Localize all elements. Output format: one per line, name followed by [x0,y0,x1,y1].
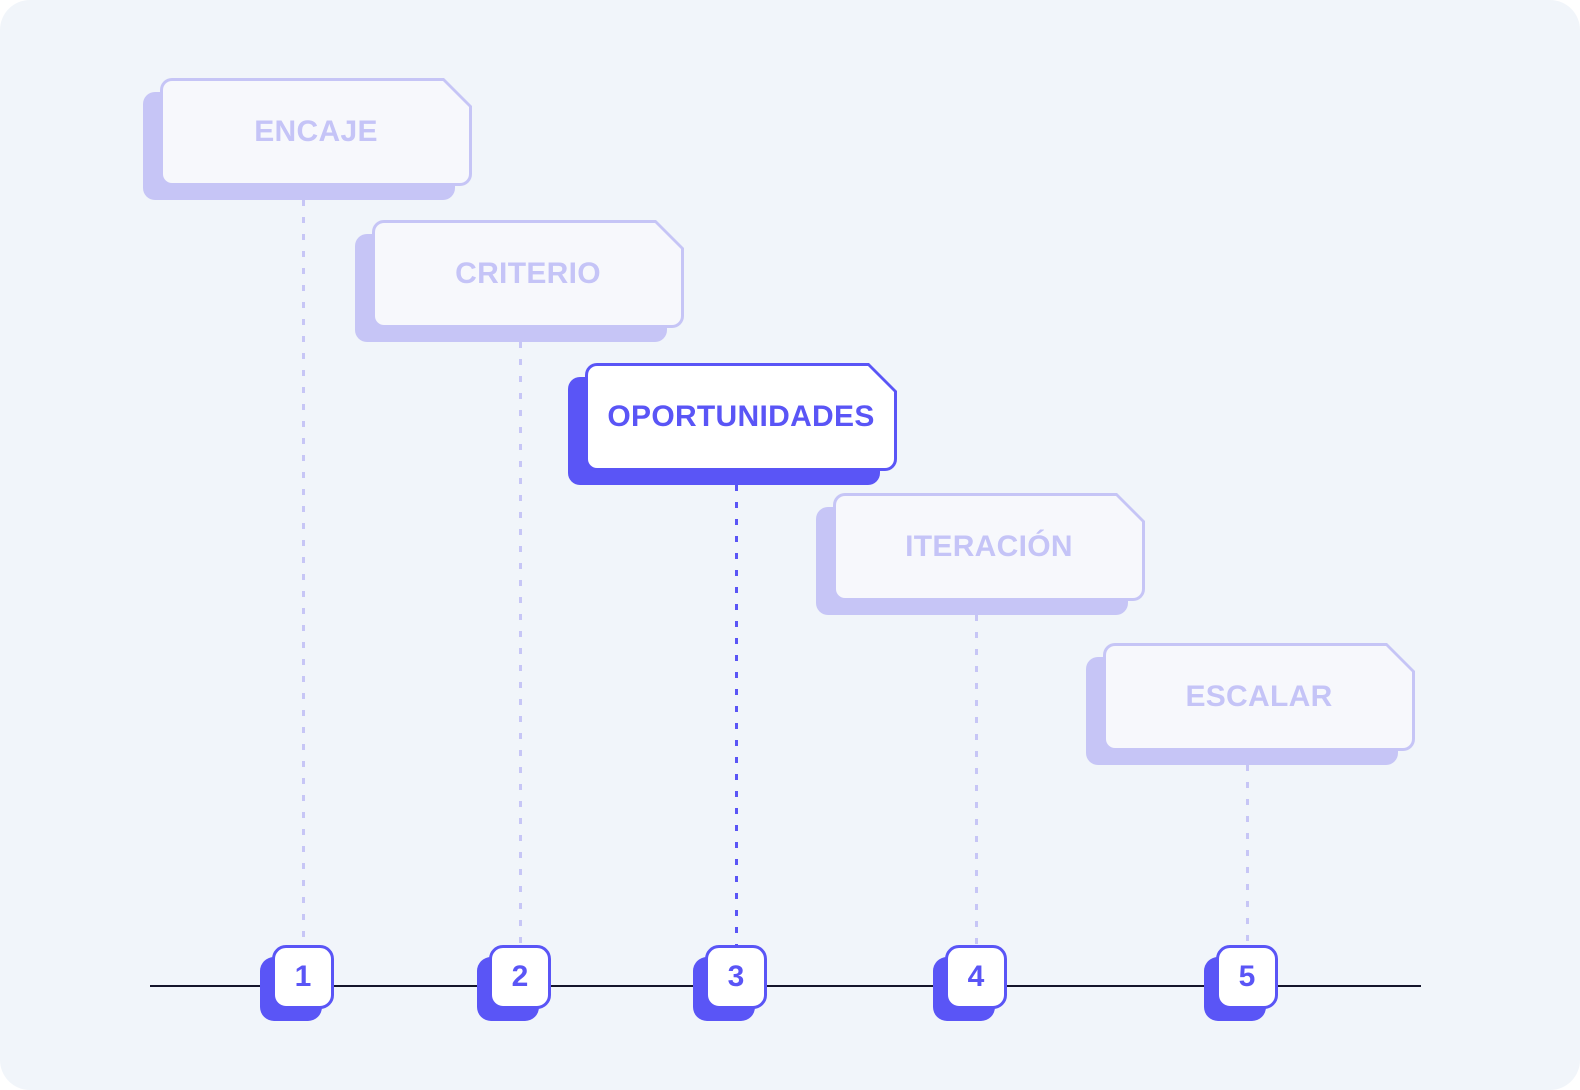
step-marker-number: 2 [511,960,529,993]
step-marker-face: 5 [1216,945,1278,1009]
step-marker-4[interactable]: 4 [933,945,1007,1021]
step-card-face: ITERACIÓN [833,493,1145,601]
step-marker-5[interactable]: 5 [1204,945,1278,1021]
step-marker-face: 2 [489,945,551,1009]
step-card-escalar[interactable]: ESCALAR [1086,643,1415,765]
step-card-inner: OPORTUNIDADES [588,366,894,468]
connector-line-step-5 [1246,765,1249,945]
connector-line-step-3 [735,485,738,945]
step-card-encaje[interactable]: ENCAJE [143,78,472,200]
step-marker-2[interactable]: 2 [477,945,551,1021]
step-card-face: OPORTUNIDADES [585,363,897,471]
step-card-iteraci-n[interactable]: ITERACIÓN [816,493,1145,615]
step-card-label: CRITERIO [455,257,601,290]
step-marker-face: 1 [272,945,334,1009]
step-card-label: ITERACIÓN [905,530,1073,563]
step-card-label: ESCALAR [1185,680,1333,713]
step-card-label: ENCAJE [254,115,378,148]
step-card-inner: ESCALAR [1106,646,1412,748]
timeline-axis [150,985,1421,987]
step-marker-number: 4 [967,960,985,993]
step-card-inner: ITERACIÓN [836,496,1142,598]
step-card-face: ESCALAR [1103,643,1415,751]
step-marker-face: 3 [705,945,767,1009]
connector-line-step-4 [975,615,978,945]
connector-line-step-1 [302,200,305,945]
step-card-inner: CRITERIO [375,223,681,325]
step-marker-1[interactable]: 1 [260,945,334,1021]
connector-line-step-2 [519,342,522,945]
step-marker-3[interactable]: 3 [693,945,767,1021]
step-marker-number: 3 [727,960,745,993]
step-card-oportunidades[interactable]: OPORTUNIDADES [568,363,897,485]
step-card-criterio[interactable]: CRITERIO [355,220,684,342]
step-card-face: ENCAJE [160,78,472,186]
step-card-label: OPORTUNIDADES [607,400,875,433]
step-card-inner: ENCAJE [163,81,469,183]
step-marker-number: 5 [1238,960,1256,993]
step-marker-number: 1 [294,960,312,993]
step-card-face: CRITERIO [372,220,684,328]
step-marker-face: 4 [945,945,1007,1009]
